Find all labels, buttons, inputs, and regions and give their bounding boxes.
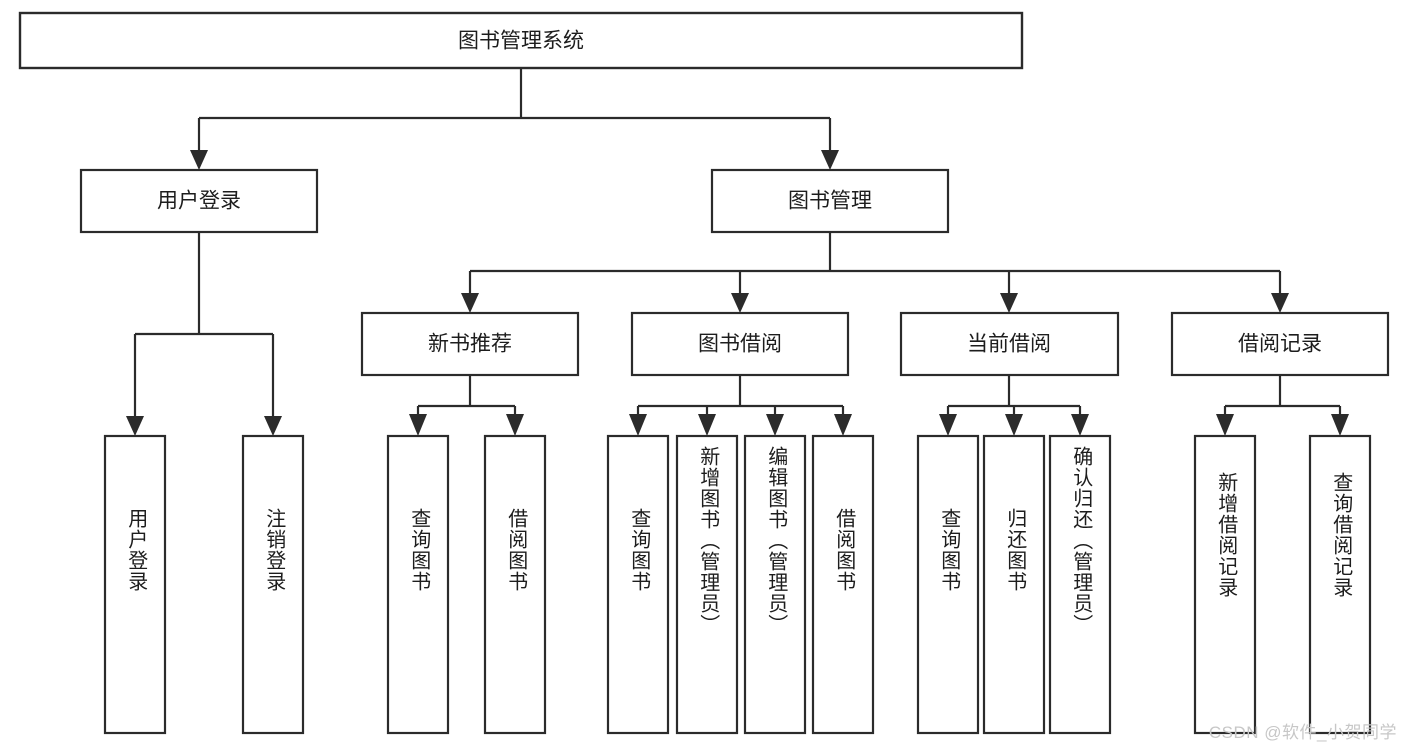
node-user-login[interactable]: 用户登录 (79, 168, 319, 234)
leaf-return-book-box[interactable] (982, 434, 1046, 735)
arrow-head-new-books (461, 293, 479, 313)
arrow-head-leaf-user-login (126, 416, 144, 436)
node-user-login-label: 用户登录 (157, 190, 241, 213)
leaf-edit-book-admin[interactable]: 编辑图书（管理员） (743, 434, 807, 735)
arrow-head-leaf-query-book-c (939, 414, 957, 436)
leaf-confirm-return-admin[interactable]: 确认归还（管理员） (1048, 434, 1112, 735)
leaf-add-book-admin-box[interactable] (675, 434, 739, 735)
leaf-logout-label: 注销登录 (263, 508, 286, 592)
arrow-head-current (1000, 293, 1018, 313)
leaf-user-login[interactable]: 用户登录 (103, 434, 167, 735)
leaf-query-book-current[interactable]: 查询图书 (916, 434, 980, 735)
arrow-head-book-mgmt (821, 150, 839, 170)
leaf-confirm-return-admin-label: 确认归还（管理员） (1070, 446, 1093, 635)
leaf-query-book-current-box[interactable] (916, 434, 980, 735)
leaf-logout-box[interactable] (241, 434, 305, 735)
arrow-head-leaf-query-book-a (409, 414, 427, 436)
arrow-head-records (1271, 293, 1289, 313)
arrow-head-user-login (190, 150, 208, 170)
arrow-head-leaf-borrow-book-b (834, 414, 852, 436)
node-new-book-recommend-label: 新书推荐 (428, 333, 512, 356)
arrow-head-leaf-query-book-b (629, 414, 647, 436)
node-user-login-box[interactable] (79, 168, 319, 234)
leaf-borrow-book-recommend-box[interactable] (483, 434, 547, 735)
leaf-edit-book-admin-box[interactable] (743, 434, 807, 735)
leaf-borrow-book-recommend-label: 借阅图书 (505, 508, 528, 592)
node-borrow-records[interactable]: 借阅记录 (1170, 311, 1390, 377)
node-current-borrow-label: 当前借阅 (967, 333, 1051, 356)
node-book-management[interactable]: 图书管理 (710, 168, 950, 234)
arrow-head-leaf-edit-book (766, 414, 784, 436)
leaf-borrow-book-borrow[interactable]: 借阅图书 (811, 434, 875, 735)
arrow-head-leaf-confirm-return (1071, 414, 1089, 436)
arrow-head-leaf-return-book (1005, 414, 1023, 436)
arrow-head-leaf-borrow-book-a (506, 414, 524, 436)
node-book-borrow-label: 图书借阅 (698, 333, 782, 356)
leaf-user-login-label: 用户登录 (125, 508, 148, 592)
node-new-book-recommend-box[interactable] (360, 311, 580, 377)
leaf-add-borrow-record-label: 新增借阅记录 (1215, 472, 1238, 598)
leaf-return-book[interactable]: 归还图书 (982, 434, 1046, 735)
node-new-book-recommend[interactable]: 新书推荐 (360, 311, 580, 377)
node-root-system[interactable]: 图书管理系统 (18, 11, 1024, 70)
node-current-borrow[interactable]: 当前借阅 (899, 311, 1120, 377)
leaf-edit-book-admin-label: 编辑图书（管理员） (765, 446, 788, 635)
node-book-borrow[interactable]: 图书借阅 (630, 311, 850, 377)
node-current-borrow-box[interactable] (899, 311, 1120, 377)
leaf-borrow-book-borrow-label: 借阅图书 (833, 508, 856, 592)
leaf-query-book-borrow[interactable]: 查询图书 (606, 434, 670, 735)
leaf-query-book-current-label: 查询图书 (938, 508, 961, 592)
connectors (126, 68, 1349, 436)
node-root-system-label: 图书管理系统 (458, 30, 584, 53)
node-root-system-box[interactable] (18, 11, 1024, 70)
leaf-return-book-label: 归还图书 (1004, 508, 1027, 592)
leaf-query-book-recommend-box[interactable] (386, 434, 450, 735)
leaf-query-book-recommend[interactable]: 查询图书 (386, 434, 450, 735)
arrow-head-leaf-query-record (1331, 414, 1349, 436)
leaf-query-book-recommend-label: 查询图书 (408, 508, 431, 592)
leaf-query-book-borrow-label: 查询图书 (628, 508, 651, 592)
arrow-head-borrow (731, 293, 749, 313)
leaf-confirm-return-admin-box[interactable] (1048, 434, 1112, 735)
leaf-borrow-book-recommend[interactable]: 借阅图书 (483, 434, 547, 735)
leaf-add-book-admin-label: 新增图书（管理员） (697, 446, 720, 635)
node-borrow-records-box[interactable] (1170, 311, 1390, 377)
arrow-head-leaf-add-book (698, 414, 716, 436)
node-book-borrow-box[interactable] (630, 311, 850, 377)
node-borrow-records-label: 借阅记录 (1238, 333, 1322, 356)
node-book-management-box[interactable] (710, 168, 950, 234)
leaf-add-book-admin[interactable]: 新增图书（管理员） (675, 434, 739, 735)
leaf-query-book-borrow-box[interactable] (606, 434, 670, 735)
leaf-add-borrow-record-box[interactable] (1193, 434, 1257, 735)
node-book-management-label: 图书管理 (788, 190, 872, 213)
arrow-head-leaf-add-record (1216, 414, 1234, 436)
leaf-query-borrow-record-box[interactable] (1308, 434, 1372, 735)
arrow-head-leaf-logout (264, 416, 282, 436)
leaf-borrow-book-borrow-box[interactable] (811, 434, 875, 735)
leaf-logout[interactable]: 注销登录 (241, 434, 305, 735)
leaf-user-login-box[interactable] (103, 434, 167, 735)
leaf-query-borrow-record-label: 查询借阅记录 (1330, 472, 1353, 598)
leaf-add-borrow-record[interactable]: 新增借阅记录 (1193, 434, 1257, 735)
leaf-query-borrow-record[interactable]: 查询借阅记录 (1308, 434, 1372, 735)
